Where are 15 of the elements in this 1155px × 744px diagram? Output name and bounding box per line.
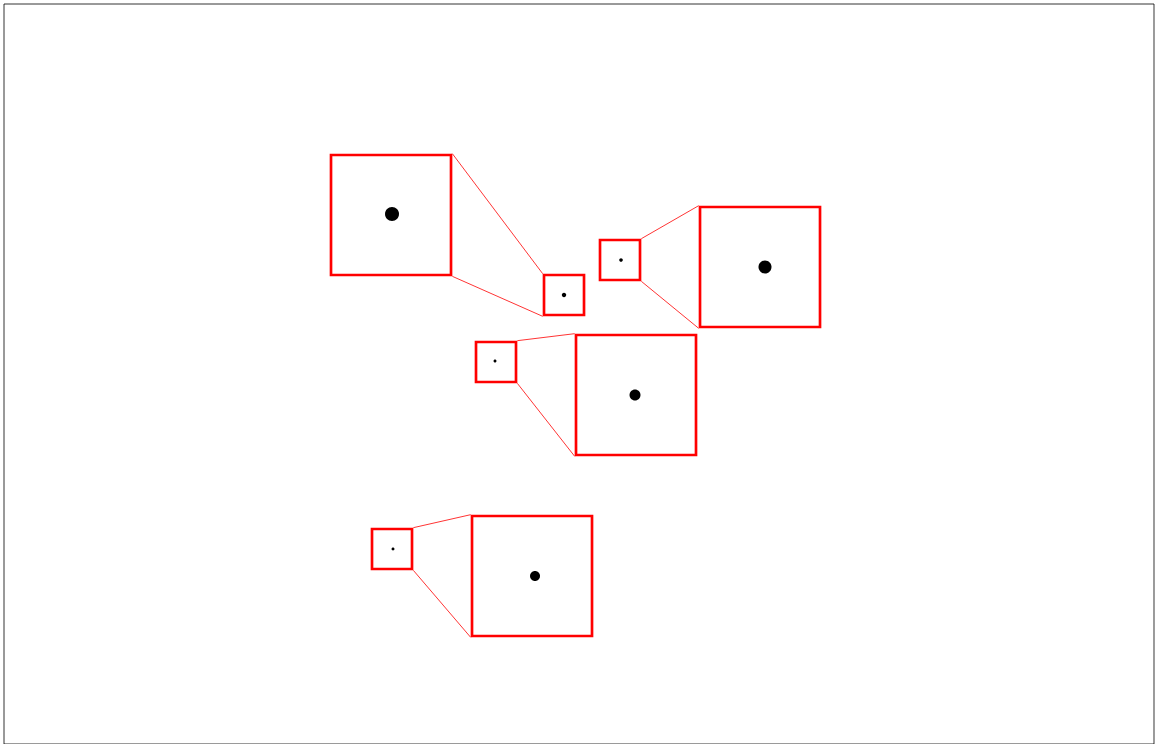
connector-line (451, 153, 544, 275)
zoom-box (542, 273, 586, 317)
connector-line (412, 514, 472, 529)
connector-line (640, 205, 700, 240)
zoom-box (370, 527, 414, 571)
zoom-box (698, 205, 822, 329)
connector-line (451, 275, 544, 317)
connector-line (412, 569, 472, 638)
zoom-box (574, 333, 698, 457)
connector-line (516, 333, 576, 342)
zoom-box (329, 153, 453, 277)
zoom-box (474, 340, 518, 384)
connector-line (516, 382, 576, 457)
zoom-box (598, 238, 642, 282)
zoom-box (470, 514, 594, 638)
